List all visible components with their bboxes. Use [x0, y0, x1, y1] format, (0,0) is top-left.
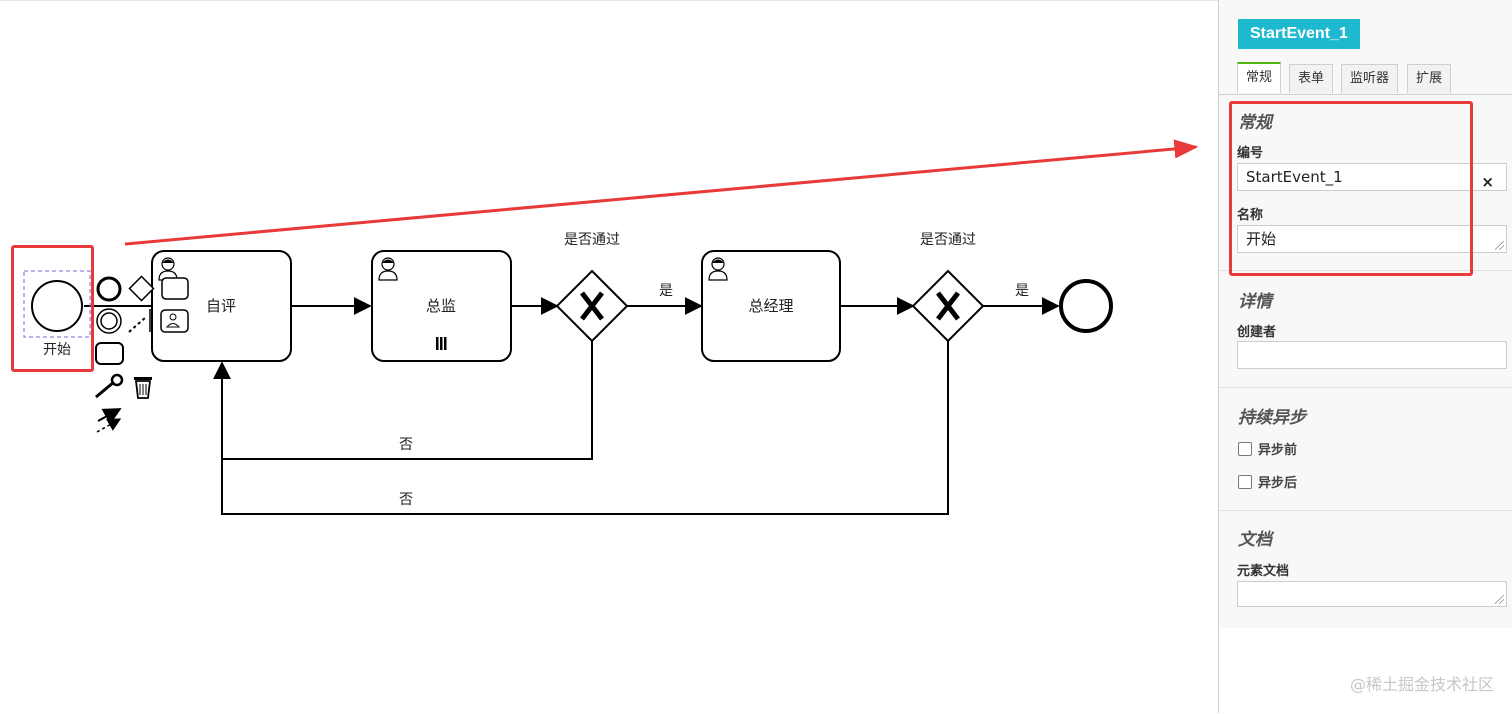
element-doc-field[interactable] [1237, 581, 1507, 607]
name-label: 名称 [1237, 208, 1264, 223]
context-pad [95, 275, 189, 433]
user-task-icon [378, 257, 398, 281]
general-group-highlight [1229, 101, 1473, 276]
end-event[interactable] [1059, 279, 1113, 333]
async-before-checkbox[interactable] [1238, 442, 1252, 456]
tab-listeners[interactable]: 监听器 [1341, 64, 1399, 93]
append-subprocess-icon[interactable] [95, 342, 124, 365]
gateway-x-icon [580, 291, 604, 321]
append-gateway-icon[interactable] [128, 275, 155, 302]
element-doc-label: 元素文档 [1237, 564, 1290, 579]
creator-field[interactable] [1237, 341, 1507, 369]
connect-dotted-icon[interactable] [128, 316, 147, 333]
element-id-badge: StartEvent_1 [1238, 19, 1360, 49]
start-event-label: 开始 [43, 342, 71, 358]
gateway-x-icon [936, 291, 960, 321]
clear-id-button[interactable]: × [1481, 173, 1494, 191]
flow-gateway2-reject[interactable] [221, 341, 949, 515]
id-label: 编号 [1237, 146, 1264, 161]
properties-panel: StartEvent_1 常规 表单 监听器 扩展 常规 编号 StartEve… [1218, 0, 1512, 713]
panel-blank-area [1219, 628, 1512, 713]
tab-form[interactable]: 表单 [1289, 64, 1334, 93]
group-details-title: 详情 [1238, 292, 1272, 312]
task-director-label: 总监 [426, 297, 456, 315]
flow-no-label-1: 否 [399, 437, 413, 453]
async-after-checkbox[interactable] [1238, 475, 1252, 489]
task-general-manager[interactable] [701, 250, 841, 362]
append-task-icon[interactable] [161, 277, 189, 300]
wrench-icon[interactable] [95, 373, 124, 399]
name-value: 开始 [1246, 230, 1277, 248]
group-documentation: 文档 元素文档 [1219, 511, 1512, 628]
bpmn-diagram[interactable]: 开始 自评 总监 是否通过 是 否 [0, 1, 1218, 714]
group-async: 持续异步 异步前 异步后 [1219, 388, 1512, 511]
task-gm-label: 总经理 [748, 297, 793, 315]
group-general: 常规 编号 StartEvent_1 × 名称 开始 [1219, 95, 1512, 271]
id-field[interactable]: StartEvent_1 × [1237, 163, 1507, 191]
flow-yes-label-2: 是 [1015, 283, 1029, 299]
name-field[interactable]: 开始 [1237, 225, 1507, 253]
annotation-arrow [124, 139, 1199, 246]
start-event[interactable] [31, 280, 83, 332]
resize-grip-icon[interactable] [1495, 595, 1504, 604]
tab-extensions[interactable]: 扩展 [1407, 64, 1452, 93]
async-before-row[interactable]: 异步前 [1238, 439, 1297, 458]
flow-yes-label-1: 是 [659, 283, 673, 299]
bpmn-canvas[interactable]: 开始 自评 总监 是否通过 是 否 [0, 0, 1218, 714]
multi-instance-marker-icon [436, 337, 447, 350]
append-user-task-icon[interactable] [160, 309, 189, 333]
async-after-row[interactable]: 异步后 [1238, 472, 1297, 491]
async-after-label: 异步后 [1258, 476, 1298, 491]
creator-label: 创建者 [1237, 325, 1277, 340]
group-async-title: 持续异步 [1238, 408, 1306, 428]
resize-grip-icon[interactable] [1495, 241, 1504, 250]
flow-gateway1-reject[interactable] [213, 341, 593, 460]
async-before-label: 异步前 [1258, 443, 1298, 458]
gateway-2-label: 是否通过 [920, 232, 976, 248]
user-task-icon [708, 257, 728, 281]
group-docs-title: 文档 [1238, 530, 1272, 550]
group-details: 详情 创建者 [1219, 271, 1512, 388]
trash-icon[interactable] [134, 377, 152, 399]
tab-general[interactable]: 常规 [1237, 62, 1282, 93]
gateway-1-label: 是否通过 [564, 232, 620, 248]
task-director[interactable] [371, 250, 512, 362]
start-event-selection [23, 270, 91, 338]
panel-tabs: 常规 表单 监听器 扩展 [1219, 62, 1512, 95]
watermark: @稀土掘金技术社区 [1349, 675, 1494, 694]
group-general-title: 常规 [1238, 113, 1272, 133]
task-self-eval-label: 自评 [206, 297, 236, 315]
flow-no-label-2: 否 [399, 492, 413, 508]
connect-arrow-icon[interactable] [96, 408, 122, 433]
append-end-event-icon[interactable] [96, 276, 122, 302]
id-value: StartEvent_1 [1246, 168, 1343, 186]
start-event-highlight [11, 245, 94, 372]
